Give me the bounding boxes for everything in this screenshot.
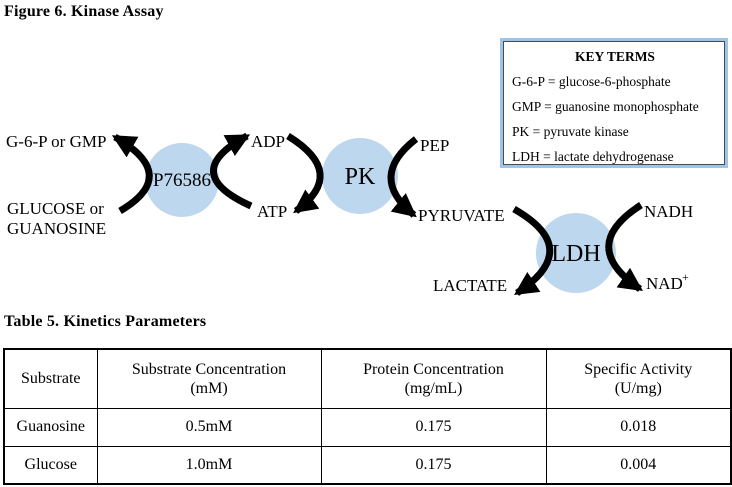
header-line: Substrate (20, 370, 81, 388)
label-nadh: NADH (644, 202, 693, 221)
arrow-adp-to-atp (286, 133, 324, 214)
label-pep: PEP (420, 136, 449, 155)
key-terms-title: KEY TERMS (575, 49, 655, 64)
label-guanosine: GUANOSINE (7, 219, 106, 238)
cell-protein-concentration: 0.175 (320, 445, 547, 485)
key-term-gmp: GMP = guanosine monophosphate (512, 99, 699, 114)
kinetics-table: Substrate Substrate Concentration (mM) P… (3, 348, 732, 485)
label-glucose-or: GLUCOSE or (7, 199, 104, 218)
table-title: Table 5. Kinetics Parameters (4, 313, 207, 330)
header-line: Substrate Concentration (131, 360, 287, 378)
cell-specific-activity: 0.004 (545, 445, 732, 485)
label-g6p-or-gmp: G-6-P or GMP (6, 132, 106, 151)
arrow-nadh-to-nad (605, 202, 643, 292)
label-atp: ATP (257, 202, 287, 221)
col-header-protein-concentration: Protein Concentration (mg/mL) (320, 348, 547, 409)
kinase-assay-diagram: G-6-P or GMP GLUCOSE or GUANOSINE ADP AT… (6, 132, 693, 296)
label-lactate: LACTATE (433, 276, 507, 295)
enzyme-circle-pk (322, 138, 398, 214)
table-row-guanosine: Guanosine 0.5mM 0.175 0.018 (3, 407, 732, 447)
label-pyruvate: PYRUVATE (418, 206, 505, 225)
enzyme-circle-p76586 (145, 143, 219, 217)
col-header-substrate: Substrate (3, 348, 98, 409)
enzyme-label-pk: PK (345, 164, 376, 190)
col-header-specific-activity: Specific Activity (U/mg) (545, 348, 732, 409)
key-terms-box: KEY TERMS G-6-P = glucose-6-phosphate GM… (500, 38, 728, 168)
arrow-glucose-to-g6p (111, 133, 153, 215)
arrow-pyruvate-to-lactate (512, 205, 554, 296)
header-line: Protein Concentration (363, 360, 504, 378)
cell-substrate-concentration: 0.5mM (96, 407, 322, 447)
enzyme-circle-ldh (536, 213, 616, 293)
cell-substrate-concentration: 1.0mM (96, 445, 322, 485)
header-line-units: (mM) (190, 379, 228, 397)
label-adp: ADP (251, 132, 285, 151)
table-header-row: Substrate Substrate Concentration (mM) P… (3, 348, 732, 409)
header-line: Specific Activity (584, 360, 693, 378)
arrow-pep-to-pyruvate (387, 136, 419, 218)
table-row-glucose: Glucose 1.0mM 0.175 0.004 (3, 445, 732, 485)
enzyme-label-ldh: LDH (551, 241, 600, 267)
key-term-g6p: G-6-P = glucose-6-phosphate (512, 74, 671, 89)
label-nad-superscript-plus: + (682, 270, 689, 284)
cell-protein-concentration: 0.175 (320, 407, 547, 447)
cell-substrate: Guanosine (3, 407, 98, 447)
key-term-pk: PK = pyruvate kinase (512, 124, 629, 139)
enzyme-label-p76586: P76586 (153, 170, 211, 191)
key-terms-inner: KEY TERMS G-6-P = glucose-6-phosphate GM… (503, 41, 725, 165)
figure-title: Figure 6. Kinase Assay (4, 3, 164, 20)
key-term-ldh: LDH = lactate dehydrogenase (512, 149, 674, 164)
col-header-substrate-concentration: Substrate Concentration (mM) (96, 348, 322, 409)
cell-substrate: Glucose (3, 445, 98, 485)
arrow-atp-to-adp (210, 132, 253, 210)
cell-specific-activity: 0.018 (545, 407, 732, 447)
label-nad: NAD (646, 274, 683, 293)
header-line-units: (U/mg) (614, 379, 662, 397)
header-line-units: (mg/mL) (404, 379, 463, 397)
